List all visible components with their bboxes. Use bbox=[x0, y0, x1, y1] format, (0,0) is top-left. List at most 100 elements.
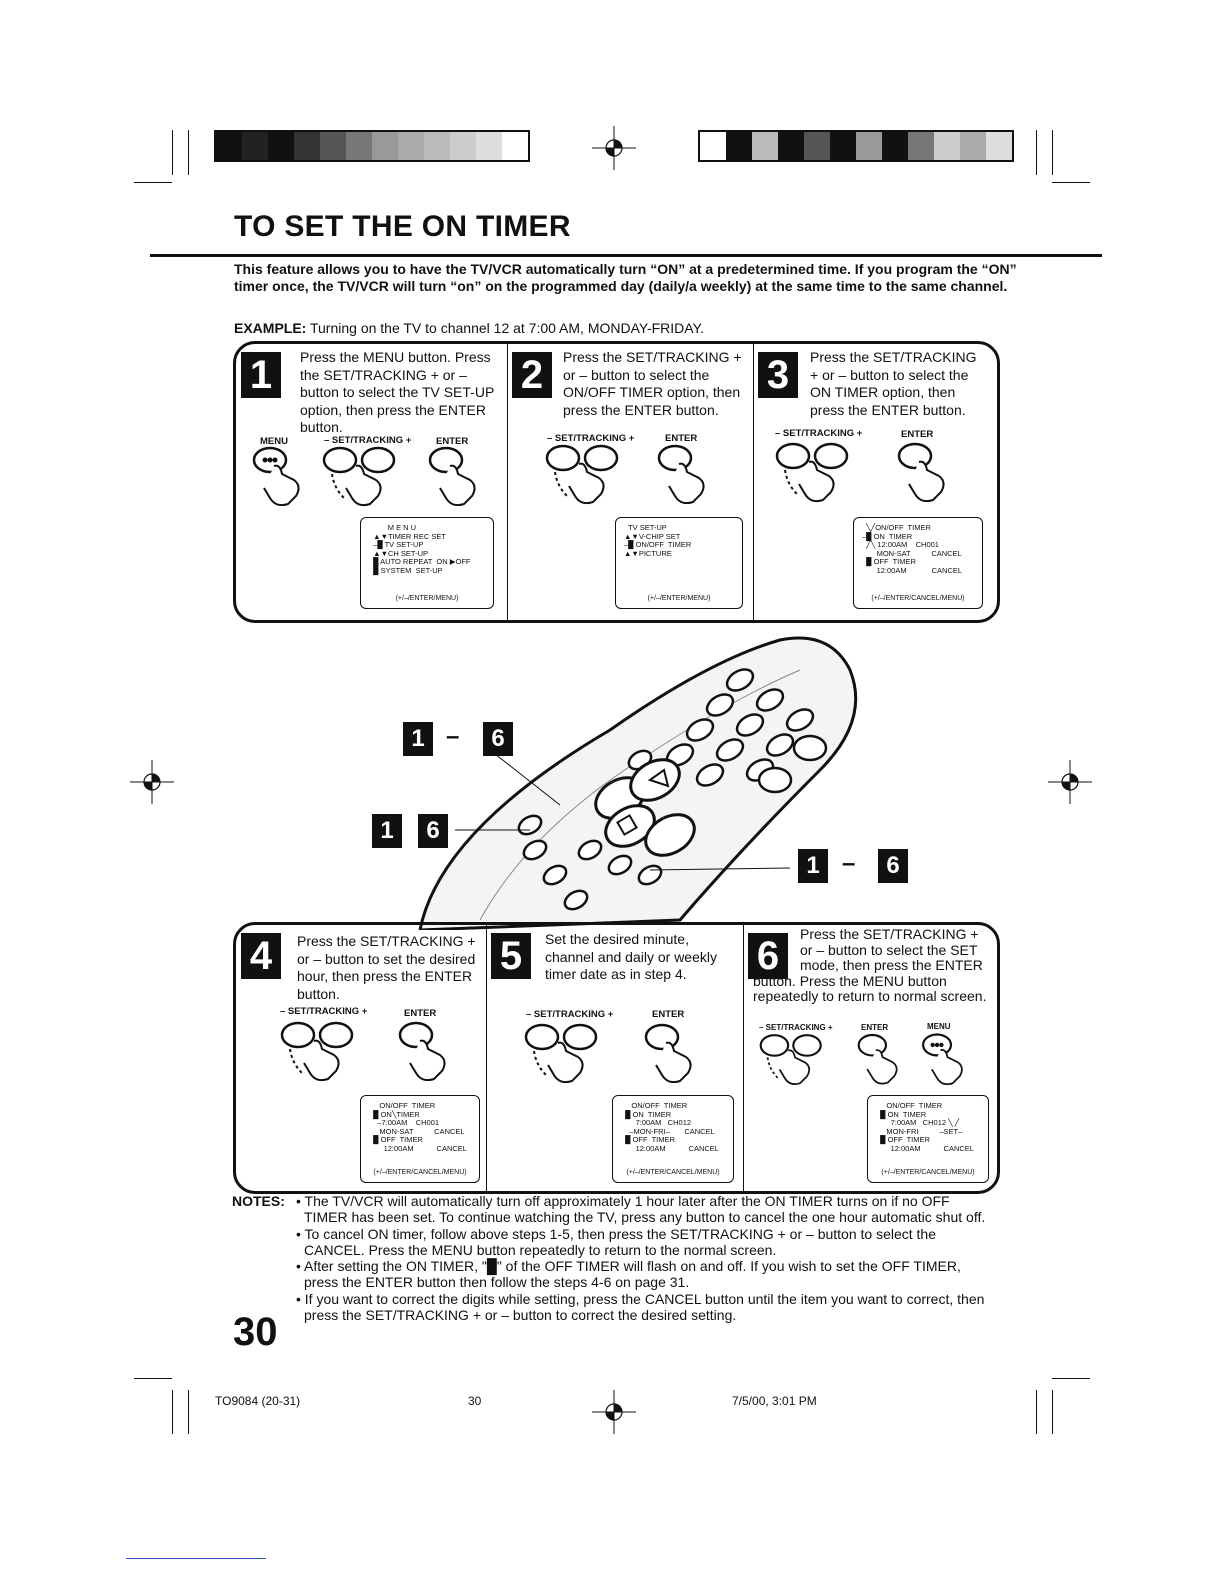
osd-footer: (+/–/ENTER/CANCEL/MENU) bbox=[881, 1168, 975, 1176]
osd-line: ╲╱ON/OFF TIMER bbox=[862, 523, 931, 532]
button-label: – SET/TRACKING + bbox=[324, 435, 412, 446]
osd-line: ON/OFF TIMER bbox=[621, 1101, 688, 1110]
callout-step: 1 bbox=[798, 849, 828, 883]
step-3: 3 Press the SET/TRACKING + or – button t… bbox=[753, 344, 997, 620]
crop-mark bbox=[188, 130, 189, 175]
callout-dash: – bbox=[446, 723, 460, 750]
step-number: 5 bbox=[491, 933, 531, 979]
osd-line: █ ON TIMER bbox=[876, 1109, 927, 1119]
osd-line: █ OFF TIMER bbox=[862, 557, 916, 566]
example-label: EXAMPLE: bbox=[234, 320, 307, 336]
note-item: • If you want to correct the digits whil… bbox=[296, 1290, 985, 1324]
step-number: 6 bbox=[748, 933, 788, 979]
step-1: 1 Press the MENU button. Press the SET/T… bbox=[236, 344, 508, 620]
osd-screen: TV SET-UP ▲▼V-CHIP SET –█ ON/OFF TIMER ▲… bbox=[615, 517, 743, 609]
osd-line: M E N U bbox=[369, 523, 417, 532]
osd-screen: ON/OFF TIMER █ ON TIMER 7:00AM CH012 –MO… bbox=[612, 1095, 734, 1183]
osd-line: █ AUTO REPEAT ON ▶OFF bbox=[369, 557, 471, 566]
osd-line: █ OFF TIMER bbox=[369, 1135, 423, 1144]
hand-press-set-tracking-icon bbox=[759, 1034, 822, 1085]
step-text: Press the SET/TRACKING + or – button to … bbox=[297, 933, 476, 1002]
osd-line: –7:00AM CH001 bbox=[369, 1118, 440, 1127]
hand-press-enter-icon bbox=[657, 444, 705, 504]
callout-step: 6 bbox=[418, 814, 448, 848]
osd-footer: (+/–/ENTER/CANCEL/MENU) bbox=[871, 594, 965, 602]
osd-line: 7:00AM CH012 ╲ ╱ bbox=[876, 1118, 960, 1127]
footer-file: TO9084 (20-31) bbox=[215, 1394, 301, 1408]
crop-mark bbox=[1052, 1378, 1090, 1379]
crop-mark bbox=[1052, 182, 1090, 183]
osd-screen: ON/OFF TIMER █ ON TIMER 7:00AM CH012 ╲ ╱… bbox=[867, 1095, 989, 1183]
osd-line: MON-SAT CANCEL bbox=[862, 548, 962, 558]
button-label: ENTER bbox=[436, 436, 469, 447]
footer-page: 30 bbox=[468, 1394, 482, 1408]
steps-4-6-panel: 4 Press the SET/TRACKING + or – button t… bbox=[233, 922, 1000, 1194]
button-label: – SET/TRACKING + bbox=[547, 433, 635, 444]
osd-line: 12:00AM CANCEL bbox=[862, 565, 963, 575]
hand-press-set-tracking-icon bbox=[524, 1023, 598, 1084]
registration-target-icon bbox=[592, 126, 636, 170]
crop-mark bbox=[134, 182, 172, 183]
step-text: Press the SET/TRACKING + or – button to … bbox=[810, 349, 977, 418]
osd-line: ▲▼CH SET-UP bbox=[369, 548, 429, 558]
page-title: TO SET THE ON TIMER bbox=[234, 210, 571, 243]
hand-press-enter-icon bbox=[428, 446, 476, 506]
hand-press-enter-icon bbox=[398, 1021, 446, 1081]
osd-screen: ON/OFF TIMER █ ON╲TIMER –7:00AM CH001 MO… bbox=[360, 1095, 480, 1183]
button-label: MENU bbox=[260, 436, 288, 447]
step-text: Press the SET/TRACKING + or – button to … bbox=[753, 926, 993, 1005]
registration-target-icon bbox=[1048, 760, 1092, 804]
osd-line: –█ TV SET-UP bbox=[369, 540, 424, 549]
step-number: 4 bbox=[241, 933, 281, 979]
registration-target-icon bbox=[592, 1390, 636, 1434]
step-6: 6 Press the SET/TRACKING + or – button t… bbox=[743, 925, 997, 1191]
osd-line: ▲▼TIMER REC SET bbox=[369, 531, 446, 541]
osd-line: █ SYSTEM SET-UP bbox=[369, 565, 443, 575]
title-rule bbox=[150, 254, 1102, 257]
osd-line: ON/OFF TIMER bbox=[369, 1101, 436, 1110]
crop-mark bbox=[1052, 130, 1053, 175]
hand-press-enter-icon bbox=[644, 1023, 692, 1083]
osd-footer: (+/–/ENTER/CANCEL/MENU) bbox=[626, 1168, 720, 1176]
callout-step: 1 bbox=[403, 722, 433, 756]
button-label: – SET/TRACKING + bbox=[759, 1023, 833, 1032]
hand-press-set-tracking-icon bbox=[280, 1021, 354, 1082]
osd-line: ▲▼PICTURE bbox=[624, 548, 672, 558]
hand-press-menu-icon bbox=[252, 446, 300, 506]
button-label: ENTER bbox=[665, 433, 698, 444]
osd-screen: ╲╱ON/OFF TIMER –█ ON TIMER ╱╲ 12:00AM CH… bbox=[853, 517, 983, 609]
osd-line: MON-SAT CANCEL bbox=[369, 1126, 465, 1136]
hand-press-menu-icon bbox=[922, 1033, 963, 1085]
step-number: 2 bbox=[512, 352, 552, 398]
button-label: – SET/TRACKING + bbox=[526, 1009, 614, 1020]
example-text: Turning on the TV to channel 12 at 7:00 … bbox=[306, 320, 704, 336]
osd-line: ON/OFF TIMER bbox=[876, 1101, 943, 1110]
osd-line: –█ ON/OFF TIMER bbox=[624, 540, 692, 549]
osd-line: –█ ON TIMER bbox=[862, 531, 913, 541]
osd-line: –MON-FRI– CANCEL bbox=[621, 1126, 715, 1136]
crop-mark bbox=[1036, 130, 1037, 175]
crop-mark bbox=[134, 1378, 172, 1379]
hand-press-enter-icon bbox=[857, 1033, 898, 1085]
step-text: Press the MENU button. Press the SET/TRA… bbox=[300, 349, 495, 435]
step-text: Set the desired minute, channel and dail… bbox=[545, 931, 717, 982]
hand-press-set-tracking-icon bbox=[545, 444, 619, 505]
crop-mark bbox=[1052, 1390, 1053, 1434]
step-number: 1 bbox=[241, 352, 281, 398]
registration-target-icon bbox=[130, 760, 174, 804]
button-label: MENU bbox=[927, 1022, 951, 1031]
osd-line: █ ON TIMER bbox=[621, 1109, 672, 1119]
osd-footer: (+/–/ENTER/MENU) bbox=[395, 594, 459, 602]
osd-line: 12:00AM CANCEL bbox=[876, 1143, 974, 1153]
button-label: ENTER bbox=[861, 1023, 889, 1032]
example-line: EXAMPLE: Turning on the TV to channel 12… bbox=[234, 320, 704, 336]
button-label: ENTER bbox=[652, 1009, 685, 1020]
callout-dash: – bbox=[842, 850, 856, 877]
hand-press-set-tracking-icon bbox=[322, 446, 396, 507]
color-bar-right bbox=[698, 130, 1014, 162]
note-item: • To cancel ON timer, follow above steps… bbox=[296, 1225, 937, 1258]
osd-line: █ OFF TIMER bbox=[876, 1135, 930, 1144]
osd-footer: (+/–/ENTER/CANCEL/MENU) bbox=[373, 1168, 467, 1176]
callout-step: 1 bbox=[372, 814, 402, 848]
hand-press-set-tracking-icon bbox=[775, 442, 849, 503]
